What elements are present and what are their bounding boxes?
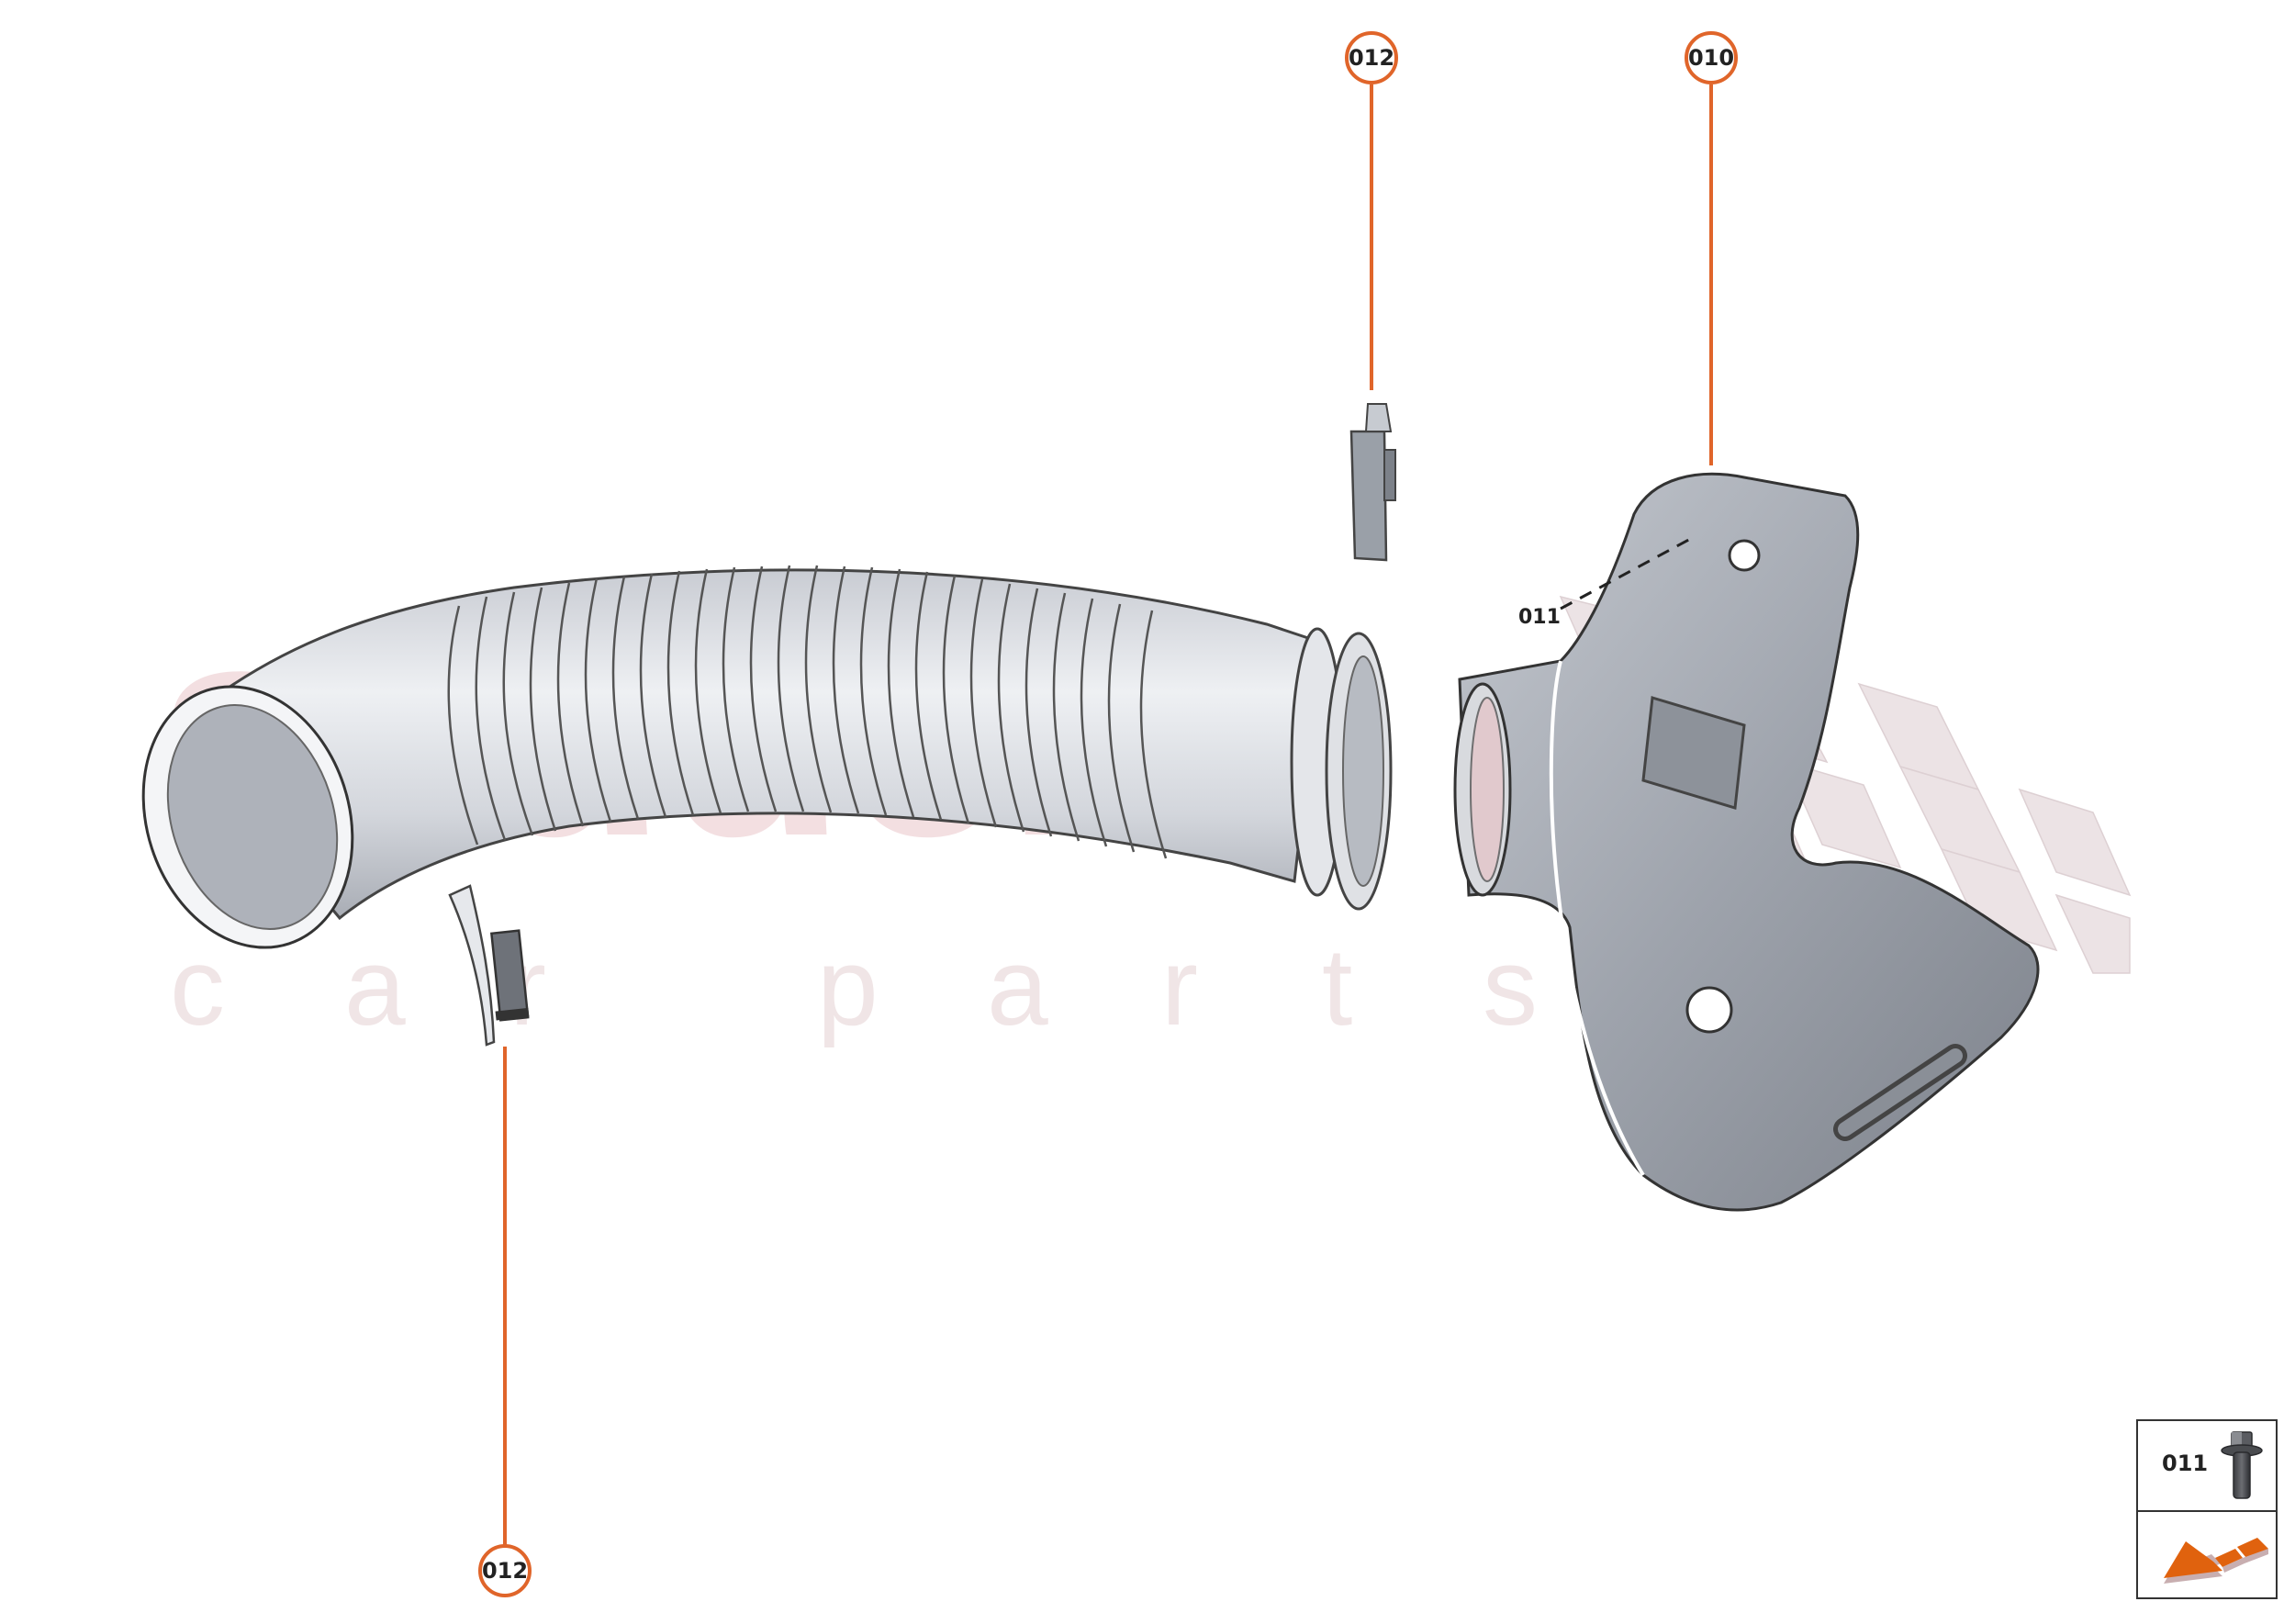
- callout-012-bottom[interactable]: 012: [478, 1544, 532, 1597]
- legend-row-direction[interactable]: [2138, 1512, 2276, 1597]
- watermark-letter: p: [817, 925, 879, 1048]
- watermark-letter: c: [170, 925, 225, 1048]
- callout-010[interactable]: 010: [1685, 31, 1738, 84]
- orange-direction-arrow-icon: [2164, 1538, 2268, 1584]
- clip-lower: [448, 884, 530, 1047]
- clip-upper: [1349, 403, 1396, 562]
- leader-line-012-top: [1370, 84, 1373, 390]
- watermark-letter: t: [1322, 925, 1353, 1048]
- reference-label-011[interactable]: 011: [1518, 606, 1561, 629]
- leader-011-dashed: [1560, 535, 1695, 610]
- legend-row-011[interactable]: 011: [2138, 1421, 2276, 1512]
- watermark-letter: s: [1483, 925, 1538, 1048]
- watermark-letter: a: [987, 925, 1048, 1048]
- callout-012-top[interactable]: 012: [1345, 31, 1398, 84]
- parts-legend: 011: [2136, 1419, 2278, 1599]
- leader-line-012-bottom: [503, 1047, 507, 1556]
- watermark-letter: r: [1161, 925, 1198, 1048]
- leader-line-010: [1709, 84, 1713, 465]
- bellows-hose: [141, 565, 1393, 949]
- legend-code: 011: [2162, 1450, 2209, 1476]
- brake-cooling-shroud: [1453, 472, 2040, 1212]
- watermark-letter: a: [344, 925, 406, 1048]
- flange-bolt-icon: [2221, 1431, 2263, 1499]
